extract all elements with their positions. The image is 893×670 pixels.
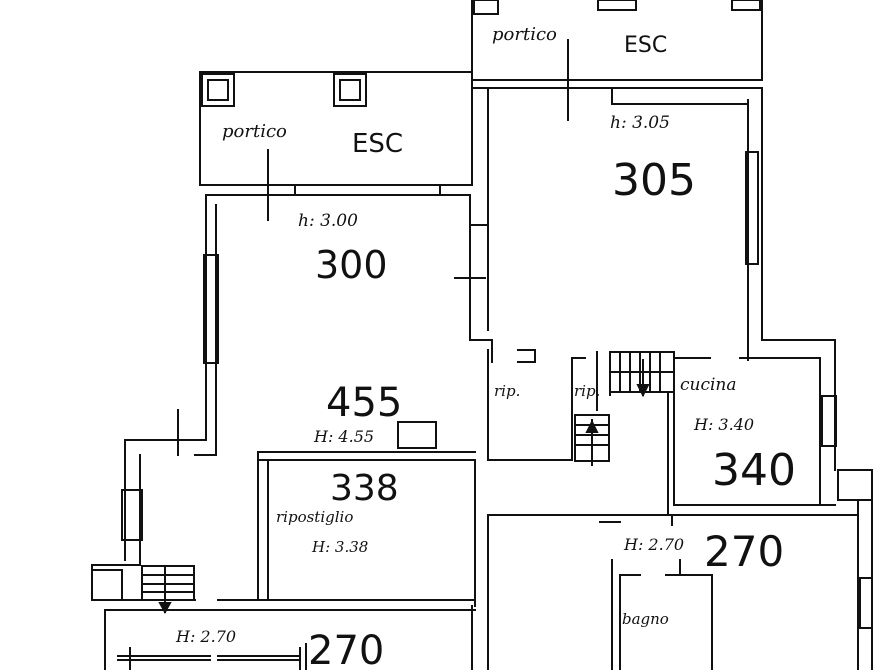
room-305-number: 305 [612, 155, 696, 206]
cucina-walls [667, 357, 873, 670]
height-305-label: h: 3.05 [610, 113, 670, 133]
portico-top-label: portico [492, 24, 557, 45]
rip-label-1: rip. [494, 382, 520, 400]
height-338-label: H: 3.38 [311, 538, 368, 556]
room-300-number: 300 [315, 243, 388, 287]
rip-label-2: rip. [574, 382, 600, 400]
room-270-right-number: 270 [704, 527, 784, 576]
left-wing-walls [91, 439, 476, 670]
portico-left-walls [199, 71, 473, 221]
bagno-walls [487, 514, 859, 670]
portico-top-walls [471, 0, 763, 121]
cucina-label: cucina [680, 375, 737, 395]
height-340-label: H: 3.40 [693, 415, 754, 434]
room-270-left-number: 270 [308, 628, 384, 670]
esc-left-label: ESC [352, 129, 403, 159]
height-270-right-label: H: 2.70 [623, 535, 684, 554]
height-300-label: h: 3.00 [298, 211, 358, 231]
room-338-number: 338 [330, 468, 399, 509]
ripostiglio-label: ripostiglio [276, 508, 353, 526]
bagno-label: bagno [622, 610, 669, 628]
room-300-walls [177, 184, 493, 456]
portico-left-label: portico [222, 121, 287, 142]
ripostiglio-walls [257, 421, 476, 607]
room-270-left-fixtures [117, 643, 307, 670]
stair-left [141, 565, 195, 615]
height-270-left-label: H: 2.70 [175, 627, 236, 646]
room-340-number: 340 [712, 445, 796, 496]
height-455-label: H: 4.55 [313, 427, 374, 446]
esc-top-label: ESC [624, 33, 667, 58]
room-455-number: 455 [326, 380, 402, 426]
stair-center [574, 351, 675, 466]
room-305-walls [471, 87, 836, 471]
rip-walls [487, 349, 611, 461]
